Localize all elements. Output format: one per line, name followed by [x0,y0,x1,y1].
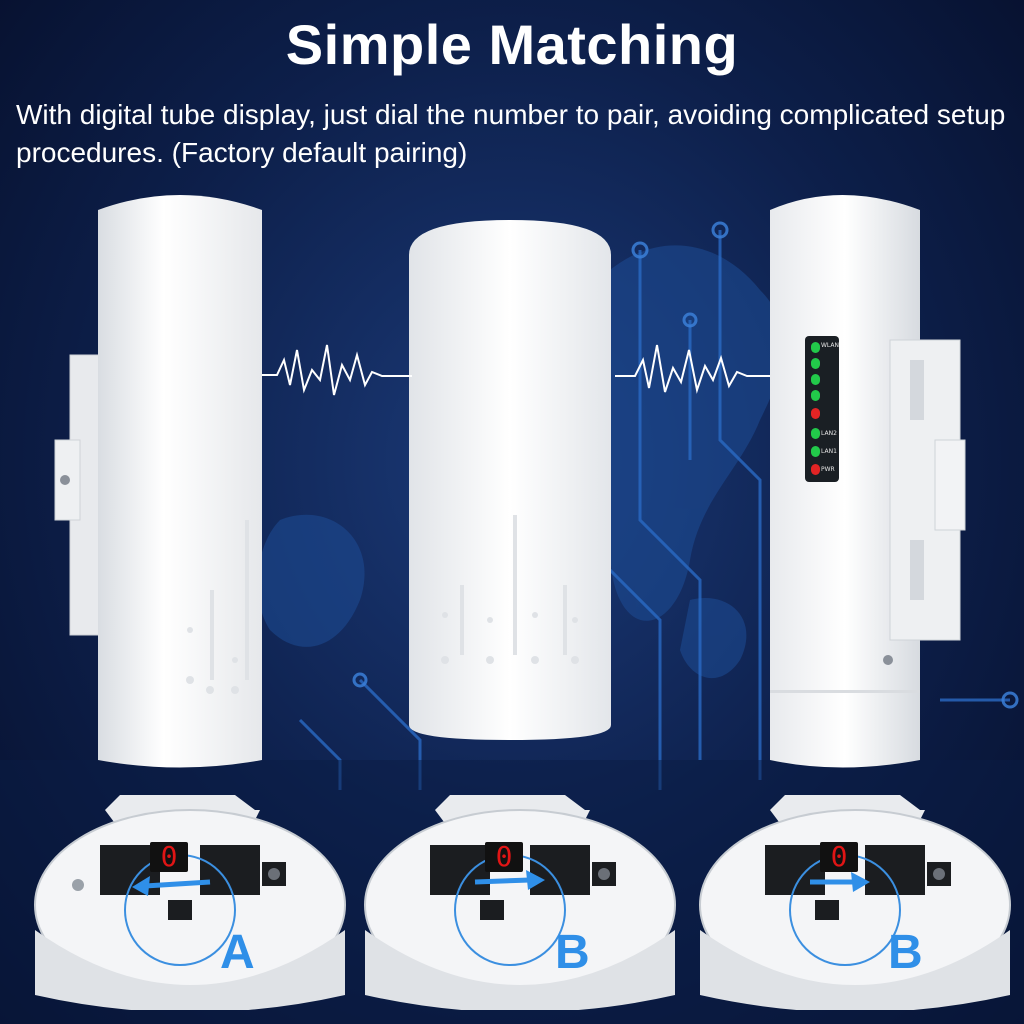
cpe-device-middle [409,220,611,740]
world-map-shape [257,245,784,679]
led-label-lan1: LAN1 [821,448,837,455]
signal-pulse-right [615,344,770,394]
led-light [811,342,820,353]
pair-label-right: B [888,926,923,979]
led-light [811,464,820,475]
led-indicator-panel: WLAN LAN2 LAN1 PWR [805,336,839,482]
digital-tube-display-left: 0 [150,842,188,872]
port-view-middle [364,795,676,1010]
led-light [811,358,820,369]
led-label-pwr: PWR [821,466,835,473]
led-light [811,374,820,385]
page-description: With digital tube display, just dial the… [16,99,1006,168]
digital-tube-display-right: 0 [820,842,858,872]
led-light [811,390,820,401]
led-light [811,446,820,457]
circuit-nodes [352,221,1019,709]
pair-label-left: A [220,926,255,979]
pair-label-middle: B [555,926,590,979]
led-label-wlan: WLAN [821,342,840,349]
led-label-lan2: LAN2 [821,430,837,437]
led-light [811,428,820,439]
digital-tube-display-middle: 0 [485,842,523,872]
led-light [811,408,820,419]
page-title: Simple Matching [285,13,739,76]
cpe-device-right [770,195,966,768]
port-view-left [34,795,346,1010]
signal-pulse-left [262,344,412,396]
port-view-right [699,795,1011,1010]
cpe-device-left [54,195,262,768]
